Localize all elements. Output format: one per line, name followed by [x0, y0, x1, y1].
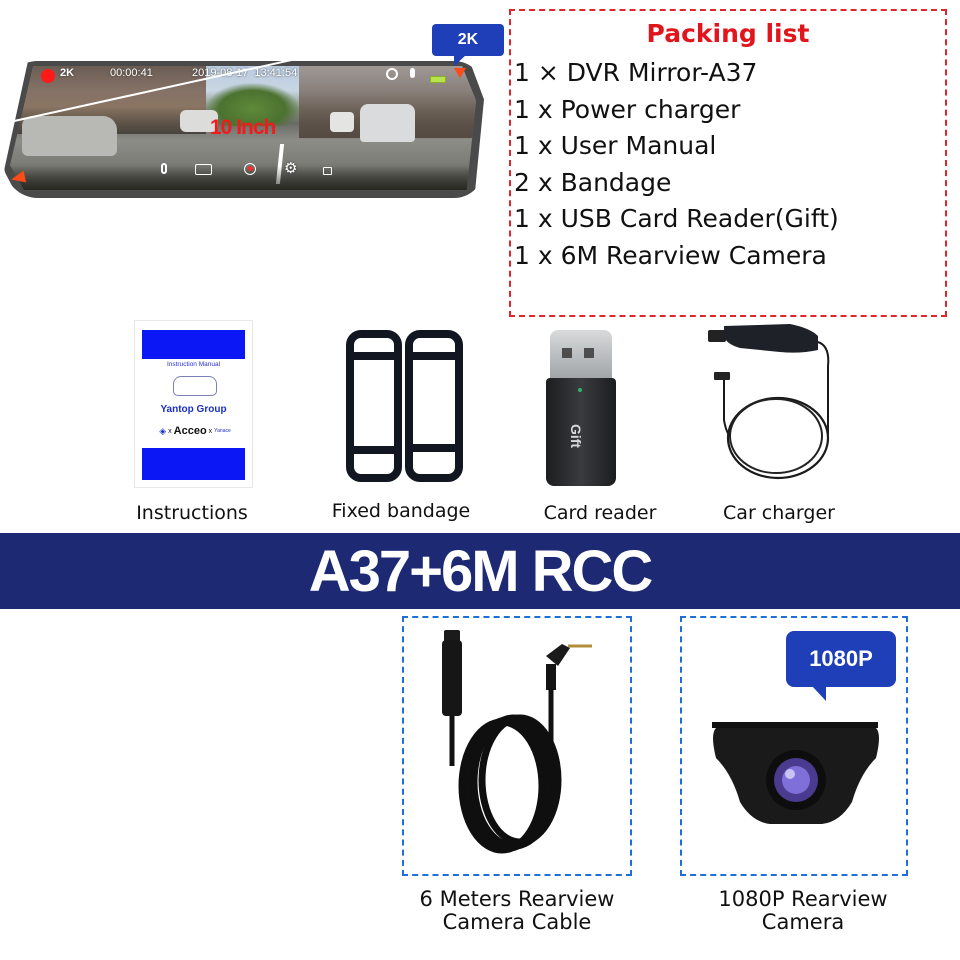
- card-reader-print: Gift: [568, 423, 585, 449]
- model-banner: A37+6M RCC: [0, 533, 960, 609]
- usb-contact: [584, 348, 594, 358]
- lock-icon[interactable]: [323, 167, 332, 175]
- caption-line: 1080P Rearview: [718, 887, 888, 911]
- resolution-badge-1080p: 1080P: [786, 631, 896, 701]
- instruction-manual-image: Instruction Manual Yantop Group ◈ x Acce…: [134, 320, 253, 488]
- packing-list-items: 1 × DVR Mirror-A37 1 x Power charger 1 x…: [514, 55, 839, 275]
- car-charger-icon: [708, 324, 830, 480]
- webcam-icon: [386, 68, 398, 80]
- caption-line: Camera Cable: [442, 910, 592, 934]
- record-indicator-icon: [41, 69, 55, 83]
- eace-logo-icon: ◈: [159, 425, 167, 436]
- card-reader-usb-cap: [550, 330, 612, 380]
- brand-yanace: Yanace: [214, 428, 231, 434]
- packing-item: 1 x Power charger: [514, 94, 741, 124]
- parked-car: [22, 116, 117, 156]
- caption-line: Camera: [761, 910, 845, 934]
- card-reader-body: Gift: [546, 378, 616, 486]
- caption-line: 6 Meters Rearview: [419, 887, 615, 911]
- manual-brands: ◈ x Acceo x Yanace: [139, 425, 251, 437]
- manual-company: Yantop Group: [160, 404, 227, 415]
- brand-separator: x: [208, 427, 213, 435]
- accessory-label-card-reader: Card reader: [543, 502, 657, 524]
- led-icon: [578, 388, 582, 392]
- rearview-cable-caption: 6 Meters Rearview Camera Cable: [394, 888, 640, 934]
- usb-contact: [562, 348, 572, 358]
- accessory-label-car-charger: Car charger: [723, 502, 835, 524]
- brand-separator: x: [168, 427, 172, 435]
- packing-list-title: Packing list: [646, 19, 810, 48]
- osd-datetime: 2019-08-17 13:41:54: [192, 67, 298, 79]
- street-trees: [205, 83, 299, 126]
- manual-bottom-band: [142, 448, 245, 480]
- manual-top-band: [142, 330, 245, 359]
- parked-car: [330, 112, 354, 132]
- mic-indicator-icon: [410, 68, 415, 78]
- mic-icon[interactable]: [161, 163, 167, 174]
- packing-list-box: Packing list 1 × DVR Mirror-A37 1 x Powe…: [509, 9, 947, 317]
- rearview-cable-box: [402, 616, 632, 876]
- rearview-cable-icon: [442, 630, 592, 854]
- osd-resolution: 2K: [60, 67, 75, 79]
- battery-icon: [430, 76, 446, 83]
- packing-item: 1 x User Manual: [514, 131, 717, 161]
- packing-item: 1 x 6M Rearview Camera: [514, 240, 827, 270]
- packing-item: 2 x Bandage: [514, 167, 672, 197]
- screen-size-label: 10 Inch: [210, 116, 276, 139]
- parked-car: [180, 110, 218, 132]
- arrow-right-icon: [454, 68, 466, 78]
- osd-elapsed-time: 00:00:41: [110, 67, 153, 79]
- road-shadow: [10, 166, 476, 190]
- packing-item: 1 x USB Card Reader(Gift): [514, 204, 839, 234]
- rearview-camera-icon: [712, 722, 879, 824]
- accessory-label-fixed-bandage: Fixed bandage: [331, 500, 471, 522]
- rearview-camera-box: [680, 616, 908, 876]
- parked-van: [360, 104, 415, 142]
- model-banner-title: A37+6M RCC: [308, 538, 654, 604]
- rearview-camera-caption: 1080P Rearview Camera: [680, 888, 926, 934]
- record-icon[interactable]: [244, 163, 256, 175]
- resolution-badge-2k: 2K: [432, 24, 504, 66]
- accessory-label-instructions: Instructions: [136, 502, 248, 524]
- settings-icon[interactable]: ⚙: [284, 159, 298, 177]
- mirror-outline-icon: [173, 376, 217, 396]
- camera-icon[interactable]: [195, 164, 212, 175]
- brand-acceo: Acceo: [173, 425, 207, 437]
- fixed-bandage-icon: [346, 330, 463, 482]
- manual-title: Instruction Manual: [166, 361, 221, 368]
- packing-item: 1 × DVR Mirror-A37: [514, 58, 758, 87]
